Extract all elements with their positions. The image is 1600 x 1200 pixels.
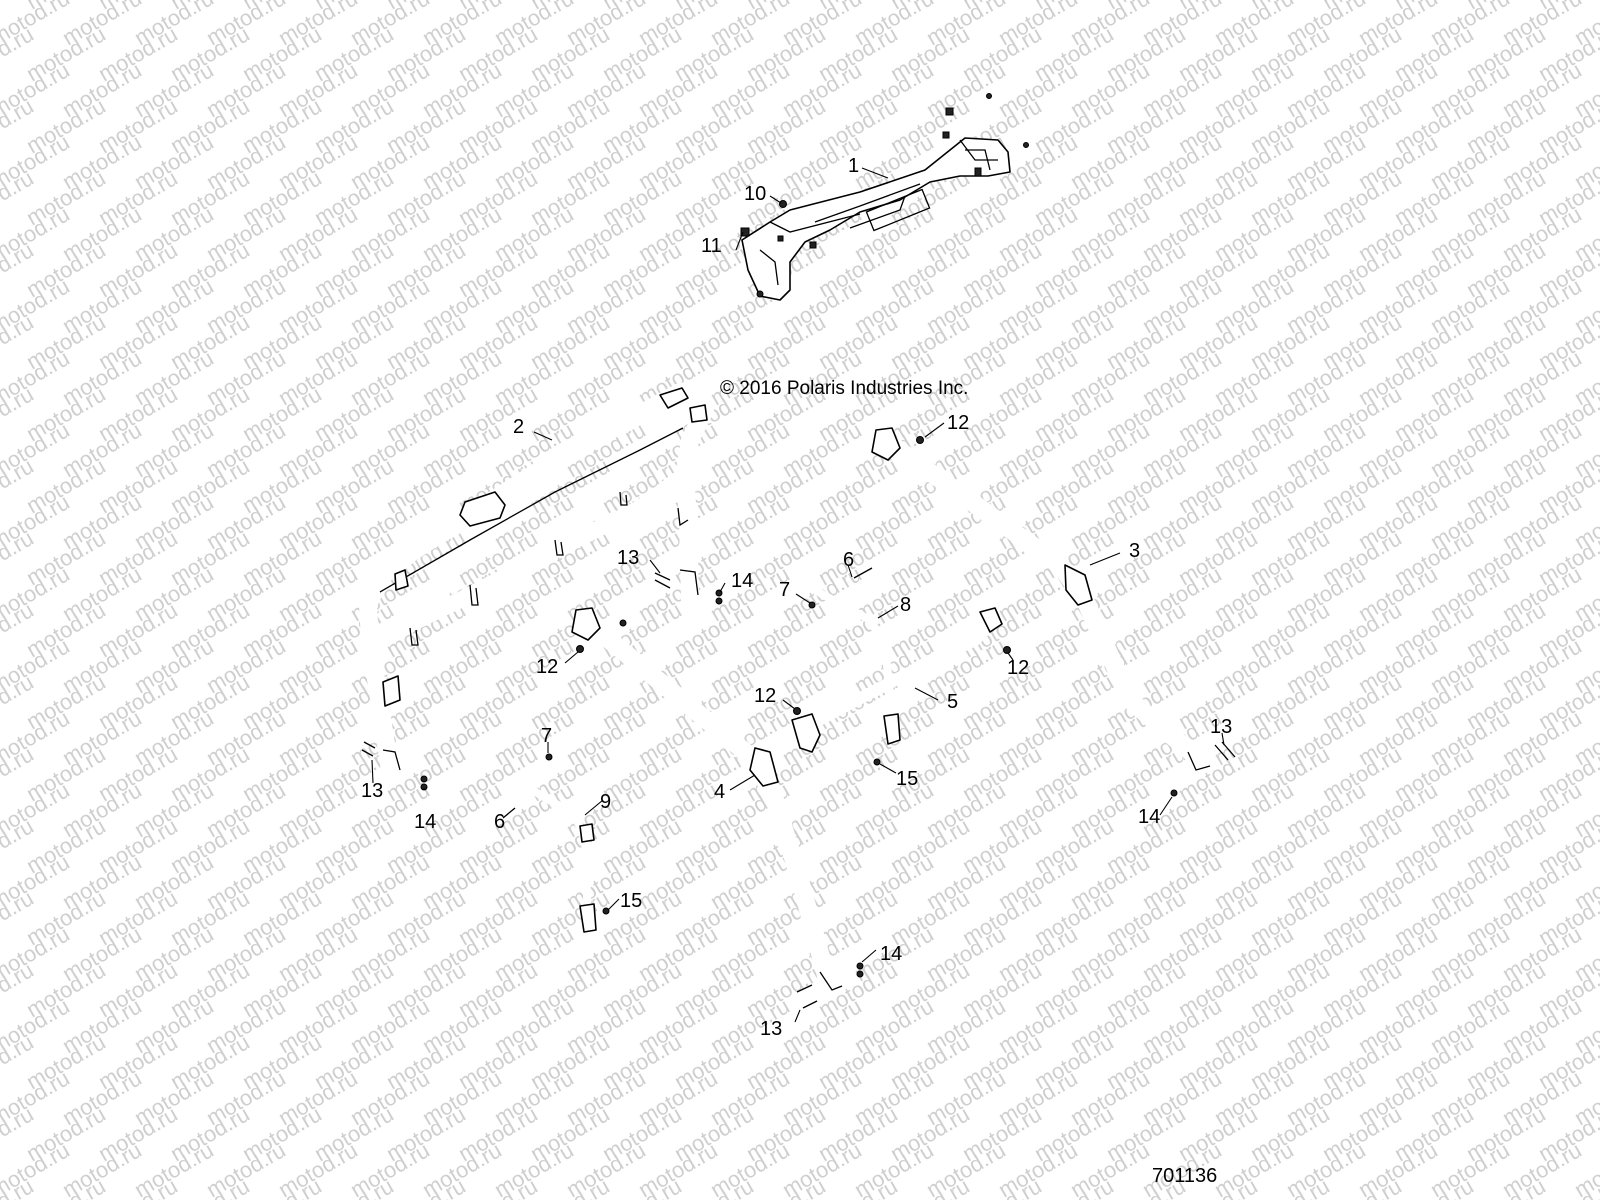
callout-1: 1 [848,155,859,177]
callout-7-right: 7 [779,579,790,601]
callout-11: 11 [701,235,722,257]
callout-6-left: 6 [494,811,505,833]
callout-3: 3 [1129,540,1140,562]
callouts: 1 2 3 4 5 6 6 7 7 8 9 10 11 12 12 12 12 … [361,155,1232,1040]
callout-12-mid: 12 [754,685,776,707]
cross-brace-part-5[interactable] [791,607,1003,753]
callout-12-left: 12 [536,656,558,678]
brace-tube-part-4[interactable] [571,607,843,999]
copyright-notice: © 2016 Polaris Industries Inc. [720,378,968,399]
callout-13-left: 13 [361,780,383,802]
tray-screw-top[interactable] [986,93,992,99]
callout-14-bottom: 14 [880,943,902,965]
storage-tray-part-1[interactable] [741,131,1011,301]
callout-15-left: 15 [620,890,642,912]
figure-number: 701136 [1152,1165,1217,1187]
callout-14-right: 14 [1138,806,1160,828]
callout-13-bottom: 13 [760,1018,782,1040]
grab-handle-part-8[interactable] [816,589,901,745]
hardware[interactable] [361,436,1236,1009]
callout-13-upper: 13 [617,547,639,569]
grab-handle-part-9[interactable] [523,783,597,933]
callout-15-right: 15 [896,768,918,790]
callout-7-left: 7 [541,725,552,747]
tray-clip-top[interactable] [945,107,954,116]
callout-5: 5 [947,691,958,713]
cab-frame-part-2[interactable] [359,381,714,779]
tray-fastener-part-11[interactable] [740,227,750,237]
callout-8: 8 [900,594,911,616]
callout-14-left: 14 [414,811,436,833]
leader-lines [371,167,1225,1023]
callout-6-right: 6 [843,549,854,571]
callout-2: 2 [513,416,524,438]
callout-12-right: 12 [1007,657,1029,679]
callout-9: 9 [600,791,611,813]
brace-tube-part-3[interactable] [871,427,1211,771]
callout-4: 4 [714,781,725,803]
callout-13-right: 13 [1210,716,1232,738]
callout-10: 10 [744,183,766,205]
callout-14-upper: 14 [731,570,753,592]
tray-fastener-part-10[interactable] [779,200,787,208]
callout-12-top: 12 [947,412,969,434]
tray-screw-right[interactable] [1023,142,1029,148]
